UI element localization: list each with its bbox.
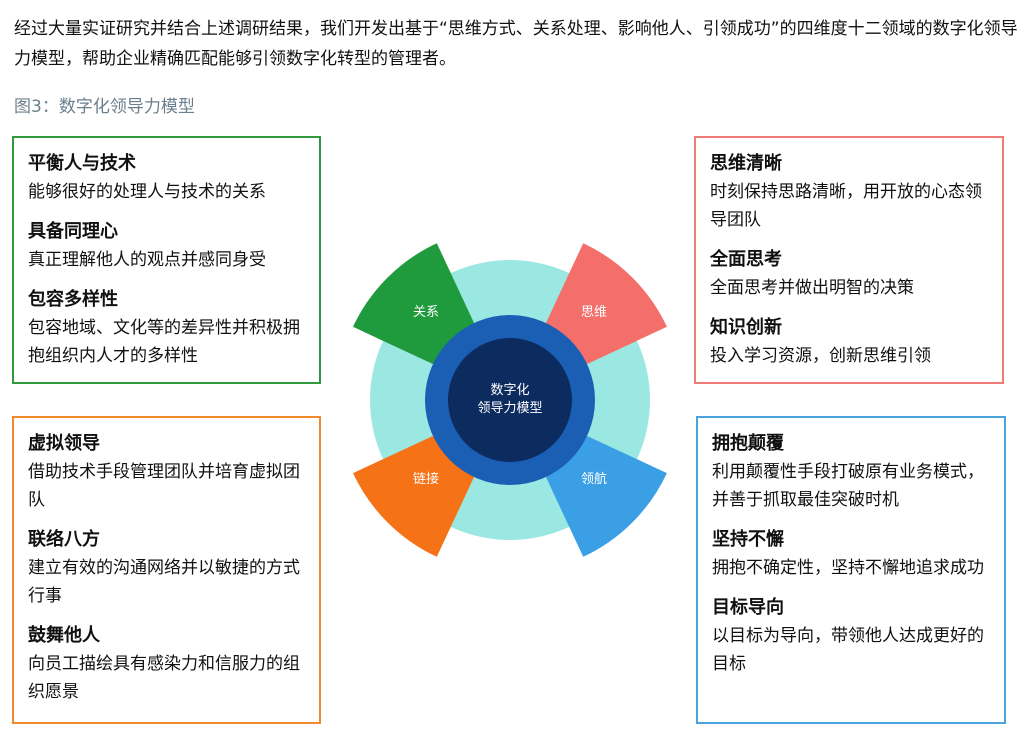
center-circle [448,338,572,462]
box-item: 具备同理心 真正理解他人的观点并感同身受 [28,218,305,274]
intro-paragraph: 经过大量实证研究并结合上述调研结果，我们开发出基于“思维方式、关系处理、影响他人… [14,19,1018,69]
navigate-box: 拥抱颠覆 利用颠覆性手段打破原有业务模式，并善于抓取最佳突破时机 坚持不懈 拥抱… [696,416,1006,724]
box-item: 目标导向 以目标为导向，带领他人达成更好的目标 [712,594,990,678]
thinking-box: 思维清晰 时刻保持思路清晰，用开放的心态领导团队 全面思考 全面思考并做出明智的… [694,136,1004,384]
box-item: 鼓舞他人 向员工描绘具有感染力和信服力的组织愿景 [28,622,305,706]
item-title: 虚拟领导 [28,433,100,454]
item-desc: 包容地域、文化等的差异性并积极拥抱组织内人才的多样性 [28,318,300,366]
item-title: 拥抱颠覆 [712,433,784,454]
link-box: 虚拟领导 借助技术手段管理团队并培育虚拟团队 联络八方 建立有效的沟通网络并以敏… [12,416,321,724]
ring-tab-top [478,323,542,330]
box-item: 平衡人与技术 能够很好的处理人与技术的关系 [28,150,305,206]
box-item: 虚拟领导 借助技术手段管理团队并培育虚拟团队 [28,430,305,514]
leadership-model-diagram: 关系 思维 链接 领航 数字化 领导力模型 [353,243,667,557]
item-desc: 利用颠覆性手段打破原有业务模式，并善于抓取最佳突破时机 [712,462,984,510]
box-item: 坚持不懈 拥抱不确定性，坚持不懈地追求成功 [712,526,990,582]
item-desc: 拥抱不确定性，坚持不懈地追求成功 [712,558,984,578]
navigate-label: 领航 [581,471,607,487]
item-desc: 向员工描绘具有感染力和信服力的组织愿景 [28,654,300,702]
item-title: 坚持不懈 [712,529,784,550]
thinking-label: 思维 [581,305,607,320]
item-title: 目标导向 [712,597,784,618]
box-item: 联络八方 建立有效的沟通网络并以敏捷的方式行事 [28,526,305,610]
item-desc: 全面思考并做出明智的决策 [710,278,914,298]
item-desc: 时刻保持思路清晰，用开放的心态领导团队 [710,182,982,230]
box-item: 拥抱颠覆 利用颠覆性手段打破原有业务模式，并善于抓取最佳突破时机 [712,430,990,514]
relation-box: 平衡人与技术 能够很好的处理人与技术的关系 具备同理心 真正理解他人的观点并感同… [12,136,321,384]
item-desc: 真正理解他人的观点并感同身受 [28,250,266,270]
center-label-line1: 数字化 [490,383,529,398]
link-label: 链接 [413,471,439,487]
relation-label: 关系 [413,305,439,320]
center-label-line2: 领导力模型 [477,401,542,416]
item-desc: 以目标为导向，带领他人达成更好的目标 [712,626,984,674]
box-item: 思维清晰 时刻保持思路清晰，用开放的心态领导团队 [710,150,988,234]
item-title: 思维清晰 [710,153,782,174]
item-desc: 能够很好的处理人与技术的关系 [28,182,266,202]
figure-caption: 图3：数字化领导力模型 [14,97,195,117]
box-item: 知识创新 投入学习资源，创新思维引领 [710,314,988,370]
item-desc: 建立有效的沟通网络并以敏捷的方式行事 [28,558,300,606]
box-item: 全面思考 全面思考并做出明智的决策 [710,246,988,302]
item-desc: 投入学习资源，创新思维引领 [710,346,931,366]
item-desc: 借助技术手段管理团队并培育虚拟团队 [28,462,300,510]
box-item: 包容多样性 包容地域、文化等的差异性并积极拥抱组织内人才的多样性 [28,286,305,370]
item-title: 鼓舞他人 [28,625,100,646]
item-title: 联络八方 [28,529,100,550]
item-title: 平衡人与技术 [28,153,136,174]
item-title: 具备同理心 [28,221,118,242]
item-title: 知识创新 [710,317,782,338]
item-title: 包容多样性 [28,289,118,310]
item-title: 全面思考 [710,249,782,270]
